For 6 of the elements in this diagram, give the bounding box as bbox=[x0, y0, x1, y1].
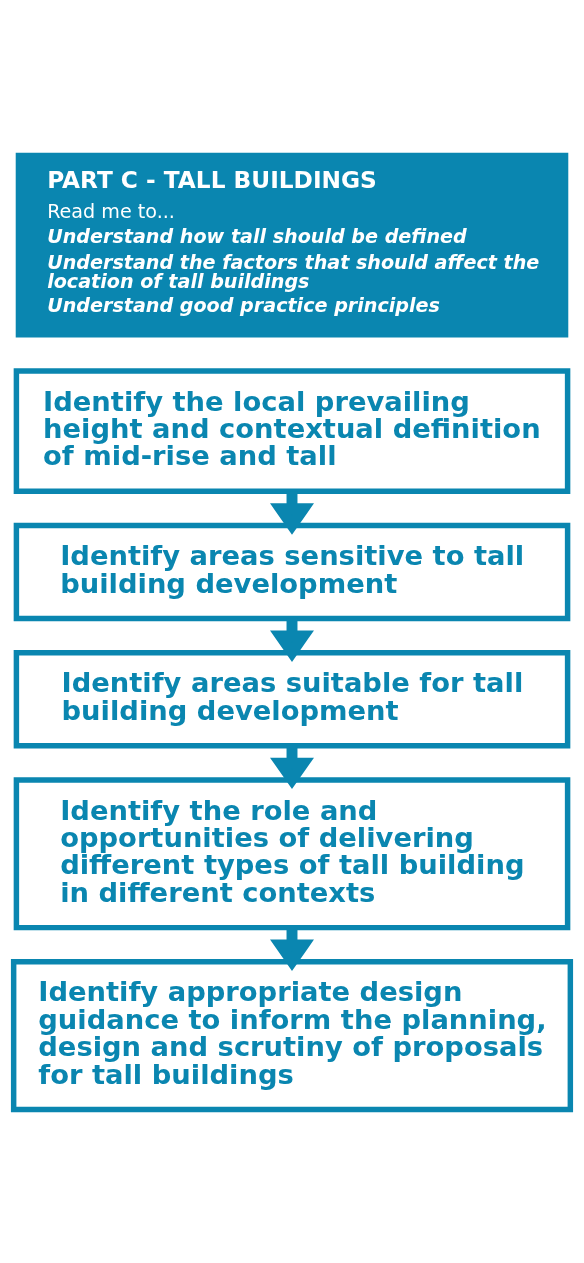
node-box: Identify areas sensitive to tall building development bbox=[13, 522, 571, 622]
node-box: Identify the role and opportunities of delivering different types of tall building in different contexts bbox=[13, 777, 571, 931]
node-box: PART C - TALL BUILDINGS Read me to... Understand how tall should be defined Understand the factors that should affect the location of tall buildings Understand good practice principles bbox=[15, 152, 569, 338]
node-box: Identify appropriate design guidance to inform the planning, design and scrutiny of proposals for tall buildings bbox=[10, 959, 574, 1113]
node-box: Identify the local prevailing height and contextual definition of mid-rise and tall bbox=[13, 368, 571, 495]
node-box: Identify areas suitable for tall building development bbox=[13, 649, 571, 749]
